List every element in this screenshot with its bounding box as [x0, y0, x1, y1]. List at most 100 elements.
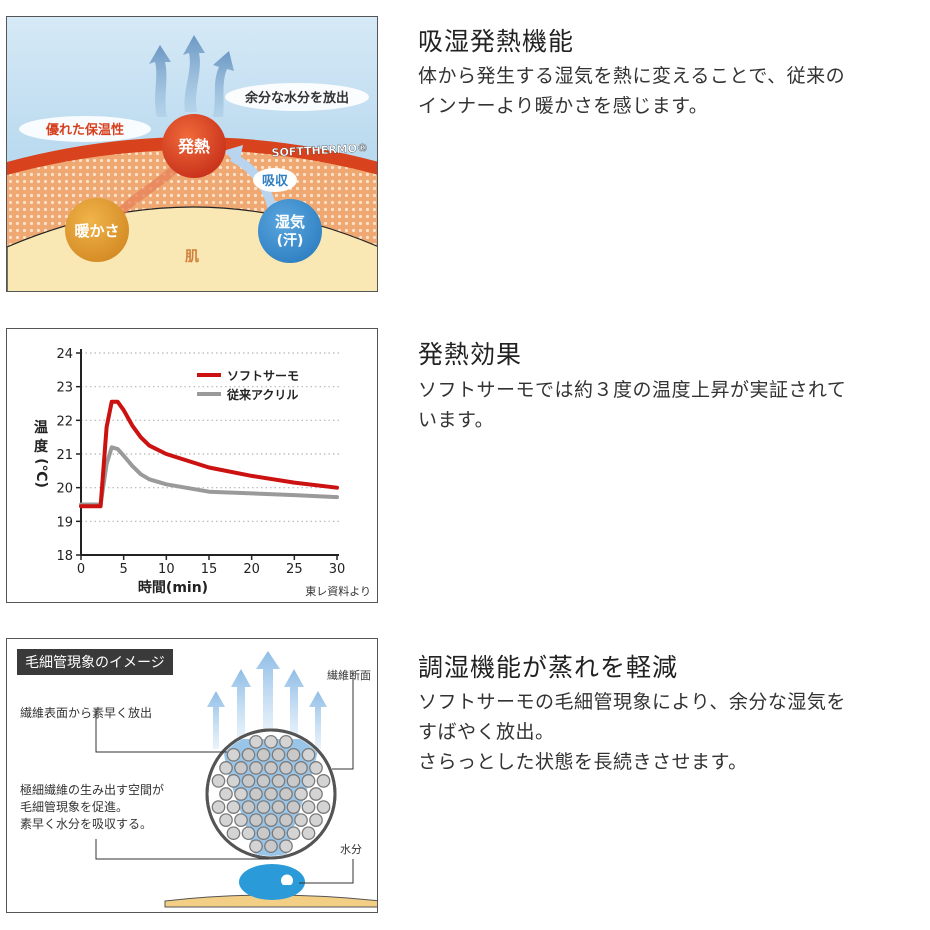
y-axis-label-1: 温: [34, 420, 48, 436]
heat-diagram: 余分な水分を放出 優れた保温性 SOFTTHERMO® 吸収 発熱 暖かさ 湿気…: [7, 17, 377, 291]
release-text: 余分な水分を放出: [244, 90, 349, 106]
fiber-strand: [249, 734, 263, 749]
surface-release-note: 繊維表面から素早く放出: [20, 706, 153, 720]
fiber-strand: [301, 800, 316, 814]
fiber-strand: [219, 761, 233, 775]
brand-text: SOFTTHERMO®: [271, 141, 368, 159]
fiber-strand: [226, 747, 241, 762]
fiber-strand: [249, 839, 263, 854]
x-tick-label: 25: [286, 562, 303, 577]
fiber-strand: [301, 826, 316, 841]
x-tick-label: 15: [201, 562, 218, 577]
fabric-band: [7, 137, 377, 175]
x-tick-label: 20: [243, 562, 260, 577]
x-tick-label: 30: [329, 562, 346, 577]
heat-diagram-panel: 余分な水分を放出 優れた保温性 SOFTTHERMO® 吸収 発熱 暖かさ 湿気…: [6, 16, 378, 292]
x-tick-label: 5: [120, 562, 128, 577]
fiber-strand: [256, 774, 271, 788]
fiber-strand: [264, 813, 278, 827]
moisture-circle: 湿気 (汗): [258, 199, 322, 263]
fiber-strand: [249, 761, 263, 775]
section-1-body: 体から発生する湿気を熱に変えることで、従来の インナーより暖かさを感じます。: [418, 61, 918, 121]
fiber-strand: [219, 813, 233, 827]
source-label: 東レ資料より: [305, 584, 371, 598]
fiber-strand: [234, 761, 248, 775]
fiber-strand: [264, 761, 278, 775]
chart-series: [79, 399, 339, 509]
insulation-text: 優れた保温性: [45, 122, 124, 138]
fiber-strand: [286, 826, 301, 841]
y-tick-label: 20: [56, 482, 73, 497]
fiber-strand: [211, 800, 226, 814]
warmth-circle: 暖かさ: [65, 198, 129, 262]
warmth-text: 暖かさ: [74, 222, 119, 240]
y-tick-label: 23: [56, 381, 73, 396]
section-3-line-3: さらっとした状態を長続きさせます。: [418, 751, 748, 773]
capillary-title: 毛細管現象のイメージ: [17, 649, 173, 675]
series-line: [79, 445, 339, 507]
fiber-strand: [264, 787, 278, 801]
x-axis-label: 時間(min): [138, 579, 208, 596]
y-tick-label: 22: [56, 414, 73, 429]
fiber-strand: [286, 747, 301, 762]
fiber-strand: [211, 774, 226, 788]
fiber-strand: [264, 734, 278, 749]
fiber-strand: [301, 747, 316, 762]
heat-circle: 発熱: [162, 114, 226, 178]
legend-label: ソフトサーモ: [227, 369, 299, 383]
section-1-line-1: 体から発生する湿気を熱に変えることで、従来の: [418, 65, 846, 87]
fiber-bundle: [211, 734, 331, 854]
fiber-strand: [256, 747, 271, 762]
absorb-text: 吸収: [262, 174, 289, 189]
fiber-strand: [279, 734, 293, 749]
y-axis-label-3: (℃): [33, 458, 49, 488]
capillary-note: 極細繊維の生み出す空間が 毛細管現象を促進。 素早く水分を吸収する。: [20, 782, 164, 833]
fiber-strand: [279, 761, 293, 775]
section-3-body: ソフトサーモの毛細管現象により、余分な湿気を すばやく放出。 さらっとした状態を…: [418, 687, 918, 777]
x-tick-label: 10: [158, 562, 175, 577]
moisture-text-2: (汗): [277, 232, 304, 249]
y-tick-label: 18: [56, 549, 73, 564]
release-arrows: [207, 651, 327, 749]
section-2-body: ソフトサーモでは約３度の温度上昇が実証されて います。: [418, 375, 918, 435]
section-2-line-2: います。: [418, 409, 495, 431]
y-tick-label: 24: [56, 347, 73, 362]
series-line: [79, 399, 339, 509]
fiber-strand: [271, 800, 286, 814]
water-drop: [239, 864, 305, 900]
fiber-strand: [309, 761, 323, 775]
fiber-strand: [279, 813, 293, 827]
fiber-strand: [286, 800, 301, 814]
capillary-note-line-1: 極細繊維の生み出す空間が: [20, 783, 165, 797]
fiber-strand: [241, 774, 256, 788]
y-tick-label: 19: [56, 515, 73, 530]
section-1-heading: 吸湿発熱機能: [418, 27, 575, 56]
capillary-diagram: [95, 651, 377, 908]
fiber-strand: [309, 813, 323, 827]
fiber-strand: [226, 774, 241, 788]
water-note: 水分: [340, 843, 362, 856]
y-axis-label-2: 度: [34, 438, 49, 455]
fiber-strand: [294, 813, 308, 827]
absorb-label: 吸収: [253, 168, 297, 192]
moisture-text-1: 湿気: [275, 213, 305, 231]
fiber-strand: [294, 761, 308, 775]
fiber-strand: [234, 813, 248, 827]
x-tick-label: 0: [77, 562, 85, 577]
fiber-strand: [241, 800, 256, 814]
fiber-strand: [219, 787, 233, 801]
capillary-note-line-3: 素早く水分を吸収する。: [20, 817, 153, 831]
fiber-strand: [226, 826, 241, 841]
fiber-strand: [316, 774, 331, 788]
heat-text: 発熱: [177, 137, 210, 156]
release-label: 余分な水分を放出: [225, 83, 369, 111]
fiber-strand: [301, 774, 316, 788]
skin-text: 肌: [185, 249, 199, 265]
fiber-strand: [249, 787, 263, 801]
fiber-strand: [271, 747, 286, 762]
fiber-strand: [241, 826, 256, 841]
